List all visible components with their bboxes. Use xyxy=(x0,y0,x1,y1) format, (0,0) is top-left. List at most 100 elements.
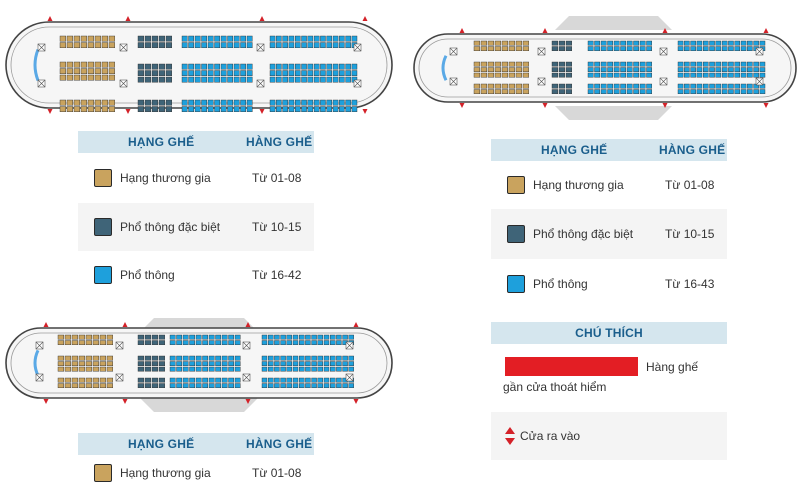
economy-seats xyxy=(587,83,653,95)
exit-row-swatch xyxy=(505,357,638,376)
premium-swatch xyxy=(507,225,525,243)
door-marker xyxy=(245,399,251,404)
wing-shade xyxy=(555,106,672,120)
business-seats xyxy=(473,61,530,78)
door-marker xyxy=(47,16,53,21)
legend-header: HẠNG GHẾ HÀNG GHẾ xyxy=(491,139,727,161)
economy-seats xyxy=(261,355,354,372)
galley-icon xyxy=(537,77,546,86)
premium-seats xyxy=(137,334,166,346)
seat-class-legend-2: HẠNG GHẾ HÀNG GHẾ Hạng thương gia Từ 01-… xyxy=(491,139,727,309)
galley-icon xyxy=(37,43,46,52)
door-marker xyxy=(125,109,131,114)
galley-icon xyxy=(449,47,458,56)
legend-row-premium: Phổ thông đặc biệt Từ 10-15 xyxy=(78,203,314,251)
seat-map-1 xyxy=(0,8,400,120)
economy-seats xyxy=(169,355,241,372)
door-marker xyxy=(47,109,53,114)
class-label: Hạng thương gia xyxy=(120,171,211,185)
cockpit-window xyxy=(441,55,448,81)
door-marker xyxy=(362,16,368,21)
legend-header: HẠNG GHẾ HÀNG GHẾ xyxy=(78,131,314,153)
galley-icon xyxy=(659,47,668,56)
door-marker xyxy=(43,322,49,327)
col-header-rows: HÀNG GHẾ xyxy=(246,135,313,149)
door-marker xyxy=(43,399,49,404)
door-marker xyxy=(662,28,668,33)
premium-seats xyxy=(137,355,166,372)
door-marker xyxy=(259,16,265,21)
class-label: Phổ thông đặc biệt xyxy=(533,227,634,241)
economy-swatch xyxy=(94,266,112,284)
business-swatch xyxy=(94,169,112,187)
galley-icon xyxy=(37,79,46,88)
galley-icon xyxy=(119,43,128,52)
class-label: Phổ thông xyxy=(120,268,175,282)
row-range: Từ 01-08 xyxy=(252,466,302,480)
row-range: Từ 01-08 xyxy=(665,178,715,192)
wing-shade xyxy=(140,398,258,412)
economy-seats xyxy=(269,63,358,83)
door-marker xyxy=(763,103,769,108)
galley-icon xyxy=(449,77,458,86)
galley-icon xyxy=(256,43,265,52)
col-header-class: HẠNG GHẾ xyxy=(541,143,608,157)
col-header-class: HẠNG GHẾ xyxy=(128,135,195,149)
economy-seats xyxy=(169,334,241,346)
seat-map-2 xyxy=(410,8,800,120)
premium-seats xyxy=(137,35,173,49)
premium-swatch xyxy=(94,218,112,236)
business-seats xyxy=(59,61,116,81)
class-label: Phổ thông đặc biệt xyxy=(120,220,221,234)
galley-icon xyxy=(256,79,265,88)
class-label: Hạng thương gia xyxy=(120,466,211,480)
fuselage-inner xyxy=(10,332,388,394)
galley-icon xyxy=(35,373,44,382)
key-title: CHÚ THÍCH xyxy=(575,326,643,340)
economy-seats xyxy=(261,334,354,346)
seat-map-svg xyxy=(413,16,797,120)
economy-seats xyxy=(261,377,354,389)
door-row xyxy=(491,412,727,460)
business-swatch xyxy=(507,176,525,194)
row-range: Từ 16-43 xyxy=(665,277,715,291)
premium-seats xyxy=(137,99,173,113)
business-seats xyxy=(59,35,116,49)
galley-icon xyxy=(119,79,128,88)
col-header-rows: HÀNG GHẾ xyxy=(659,143,726,157)
seat-map-3 xyxy=(0,318,400,412)
business-seats xyxy=(473,40,530,52)
galley-icon xyxy=(345,341,354,350)
galley-icon xyxy=(35,341,44,350)
row-range: Từ 16-42 xyxy=(252,268,302,282)
row-range: Từ 10-15 xyxy=(252,220,302,234)
door-marker xyxy=(125,16,131,21)
galley-icon xyxy=(345,373,354,382)
door-marker xyxy=(259,109,265,114)
door-marker xyxy=(763,28,769,33)
seat-map-svg xyxy=(5,318,393,412)
door-marker xyxy=(353,399,359,404)
economy-seats xyxy=(269,99,358,113)
premium-seats xyxy=(551,61,573,78)
wing-shade xyxy=(555,16,672,30)
economy-seats xyxy=(181,63,253,83)
cockpit-window xyxy=(33,349,40,377)
legend-row-business: Hạng thương gia Từ 01-08 xyxy=(491,161,727,209)
economy-swatch xyxy=(507,275,525,293)
business-seats xyxy=(57,355,114,372)
exit-row-label-line1: Hàng ghế xyxy=(646,360,699,374)
business-swatch xyxy=(94,464,112,482)
legend-row-business: Hạng thương gia Từ 01-08 xyxy=(78,153,314,203)
col-header-class: HẠNG GHẾ xyxy=(128,437,195,451)
door-marker xyxy=(459,28,465,33)
door-marker xyxy=(122,322,128,327)
cockpit-window xyxy=(33,48,40,82)
legend-header: HẠNG GHẾ HÀNG GHẾ xyxy=(78,433,314,455)
seat-map-svg xyxy=(5,16,393,114)
premium-seats xyxy=(137,377,166,389)
class-label: Hạng thương gia xyxy=(533,178,624,192)
economy-seats xyxy=(169,377,241,389)
premium-seats xyxy=(551,40,573,52)
key-legend: CHÚ THÍCH xyxy=(491,322,727,344)
